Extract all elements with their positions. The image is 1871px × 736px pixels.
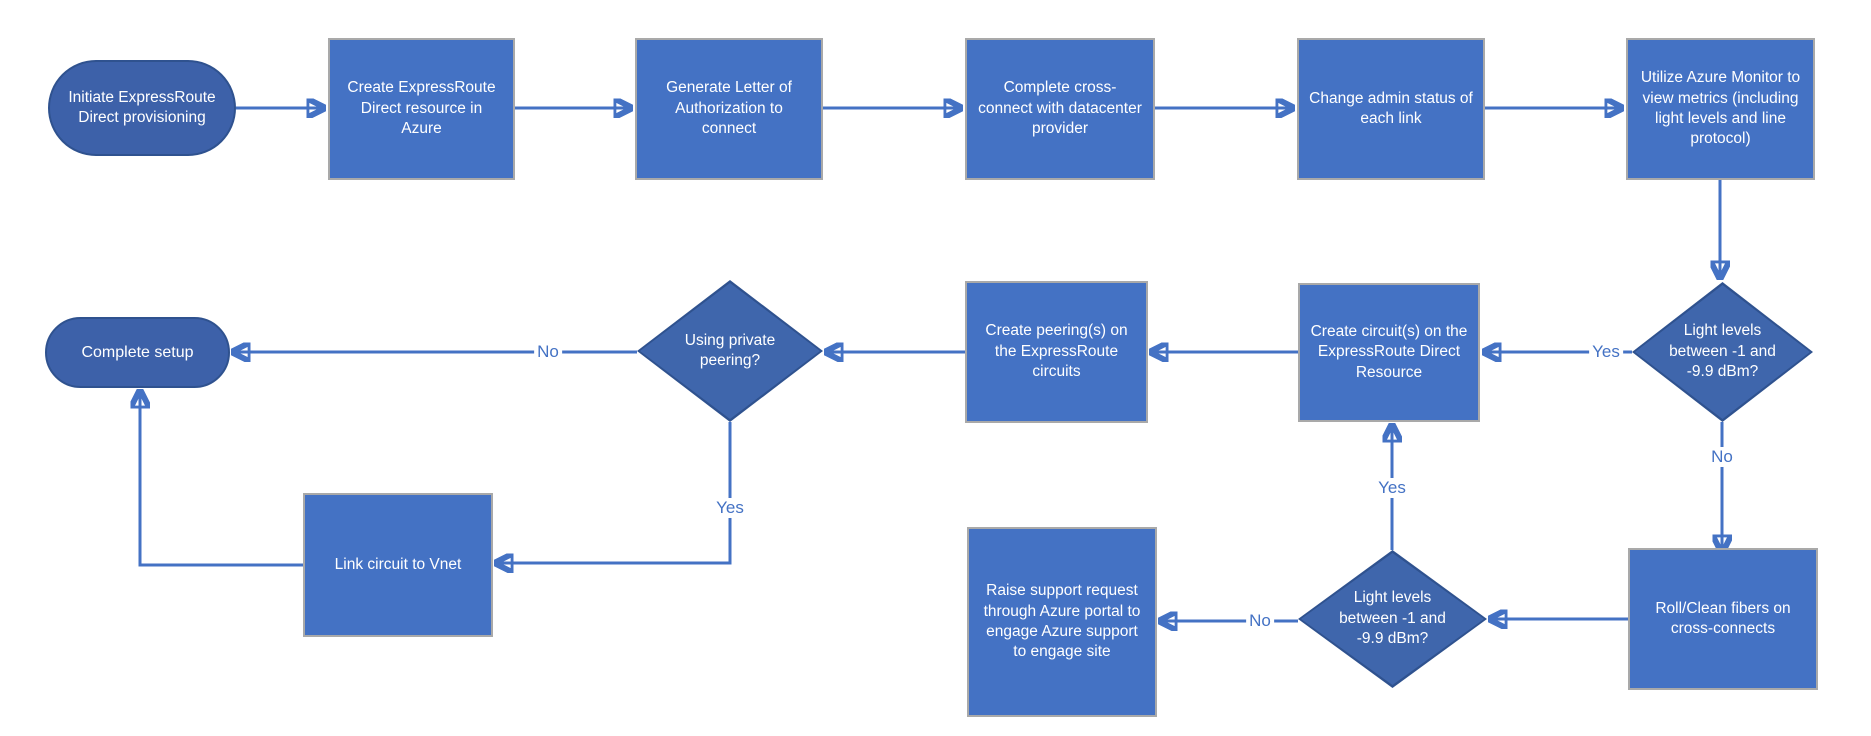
node-start-terminator: Initiate ExpressRoute Direct provisionin… xyxy=(48,60,236,156)
node-private-peering: Using private peering? xyxy=(637,280,823,422)
connector-link-vnet-to-complete-setup xyxy=(140,392,303,567)
node-create-circuits: Create circuit(s) on the ExpressRoute Di… xyxy=(1298,283,1480,422)
edge-label-light-levels-2-no: No xyxy=(1246,611,1274,631)
node-raise-support-label: Raise support request through Azure port… xyxy=(983,582,1141,661)
node-create-resource: Create ExpressRoute Direct resource in A… xyxy=(328,38,515,180)
edge-label-private-peering-yes: Yes xyxy=(713,498,747,518)
node-light-levels-2: Light levels between -1 and -9.9 dBm? xyxy=(1298,550,1487,688)
node-roll-clean: Roll/Clean fibers on cross-connects xyxy=(1628,548,1818,690)
edge-label-light-levels-2-yes: Yes xyxy=(1375,478,1409,498)
node-azure-monitor: Utilize Azure Monitor to view metrics (i… xyxy=(1626,38,1815,180)
node-complete-cross-connect: Complete cross-connect with datacenter p… xyxy=(965,38,1155,180)
node-generate-loa: Generate Letter of Authorization to conn… xyxy=(635,38,823,180)
node-change-admin-status: Change admin status of each link xyxy=(1297,38,1485,180)
node-create-resource-label: Create ExpressRoute Direct resource in A… xyxy=(347,79,496,138)
connector-private-peering-yes-to-link-vnet xyxy=(497,422,732,563)
node-private-peering-label: Using private peering? xyxy=(684,331,776,369)
node-create-circuits-label: Create circuit(s) on the ExpressRoute Di… xyxy=(1310,322,1468,381)
edge-label-private-peering-no: No xyxy=(534,342,562,362)
node-link-vnet-label: Link circuit to Vnet xyxy=(334,555,462,573)
node-generate-loa-label: Generate Letter of Authorization to conn… xyxy=(666,79,792,138)
node-roll-clean-label: Roll/Clean fibers on cross-connects xyxy=(1655,599,1791,637)
node-complete-setup-label: Complete setup xyxy=(81,343,194,361)
node-light-levels-2-label: Light levels between -1 and -9.9 dBm? xyxy=(1339,589,1446,648)
node-azure-monitor-label: Utilize Azure Monitor to view metrics (i… xyxy=(1640,69,1801,148)
node-raise-support: Raise support request through Azure port… xyxy=(967,527,1157,717)
edge-label-light-levels-1-yes: Yes xyxy=(1589,342,1623,362)
node-create-peerings: Create peering(s) on the ExpressRoute ci… xyxy=(965,281,1148,423)
node-complete-setup: Complete setup xyxy=(45,317,230,388)
node-light-levels-1: Light levels between -1 and -9.9 dBm? xyxy=(1632,282,1813,422)
edge-label-light-levels-1-no: No xyxy=(1708,447,1736,467)
node-create-peerings-label: Create peering(s) on the ExpressRoute ci… xyxy=(985,322,1128,381)
node-link-vnet: Link circuit to Vnet xyxy=(303,493,493,637)
node-light-levels-1-label: Light levels between -1 and -9.9 dBm? xyxy=(1669,322,1776,381)
node-change-admin-status-label: Change admin status of each link xyxy=(1309,89,1473,127)
node-complete-cross-connect-label: Complete cross-connect with datacenter p… xyxy=(978,79,1142,138)
node-start-label: Initiate ExpressRoute Direct provisionin… xyxy=(68,88,216,126)
